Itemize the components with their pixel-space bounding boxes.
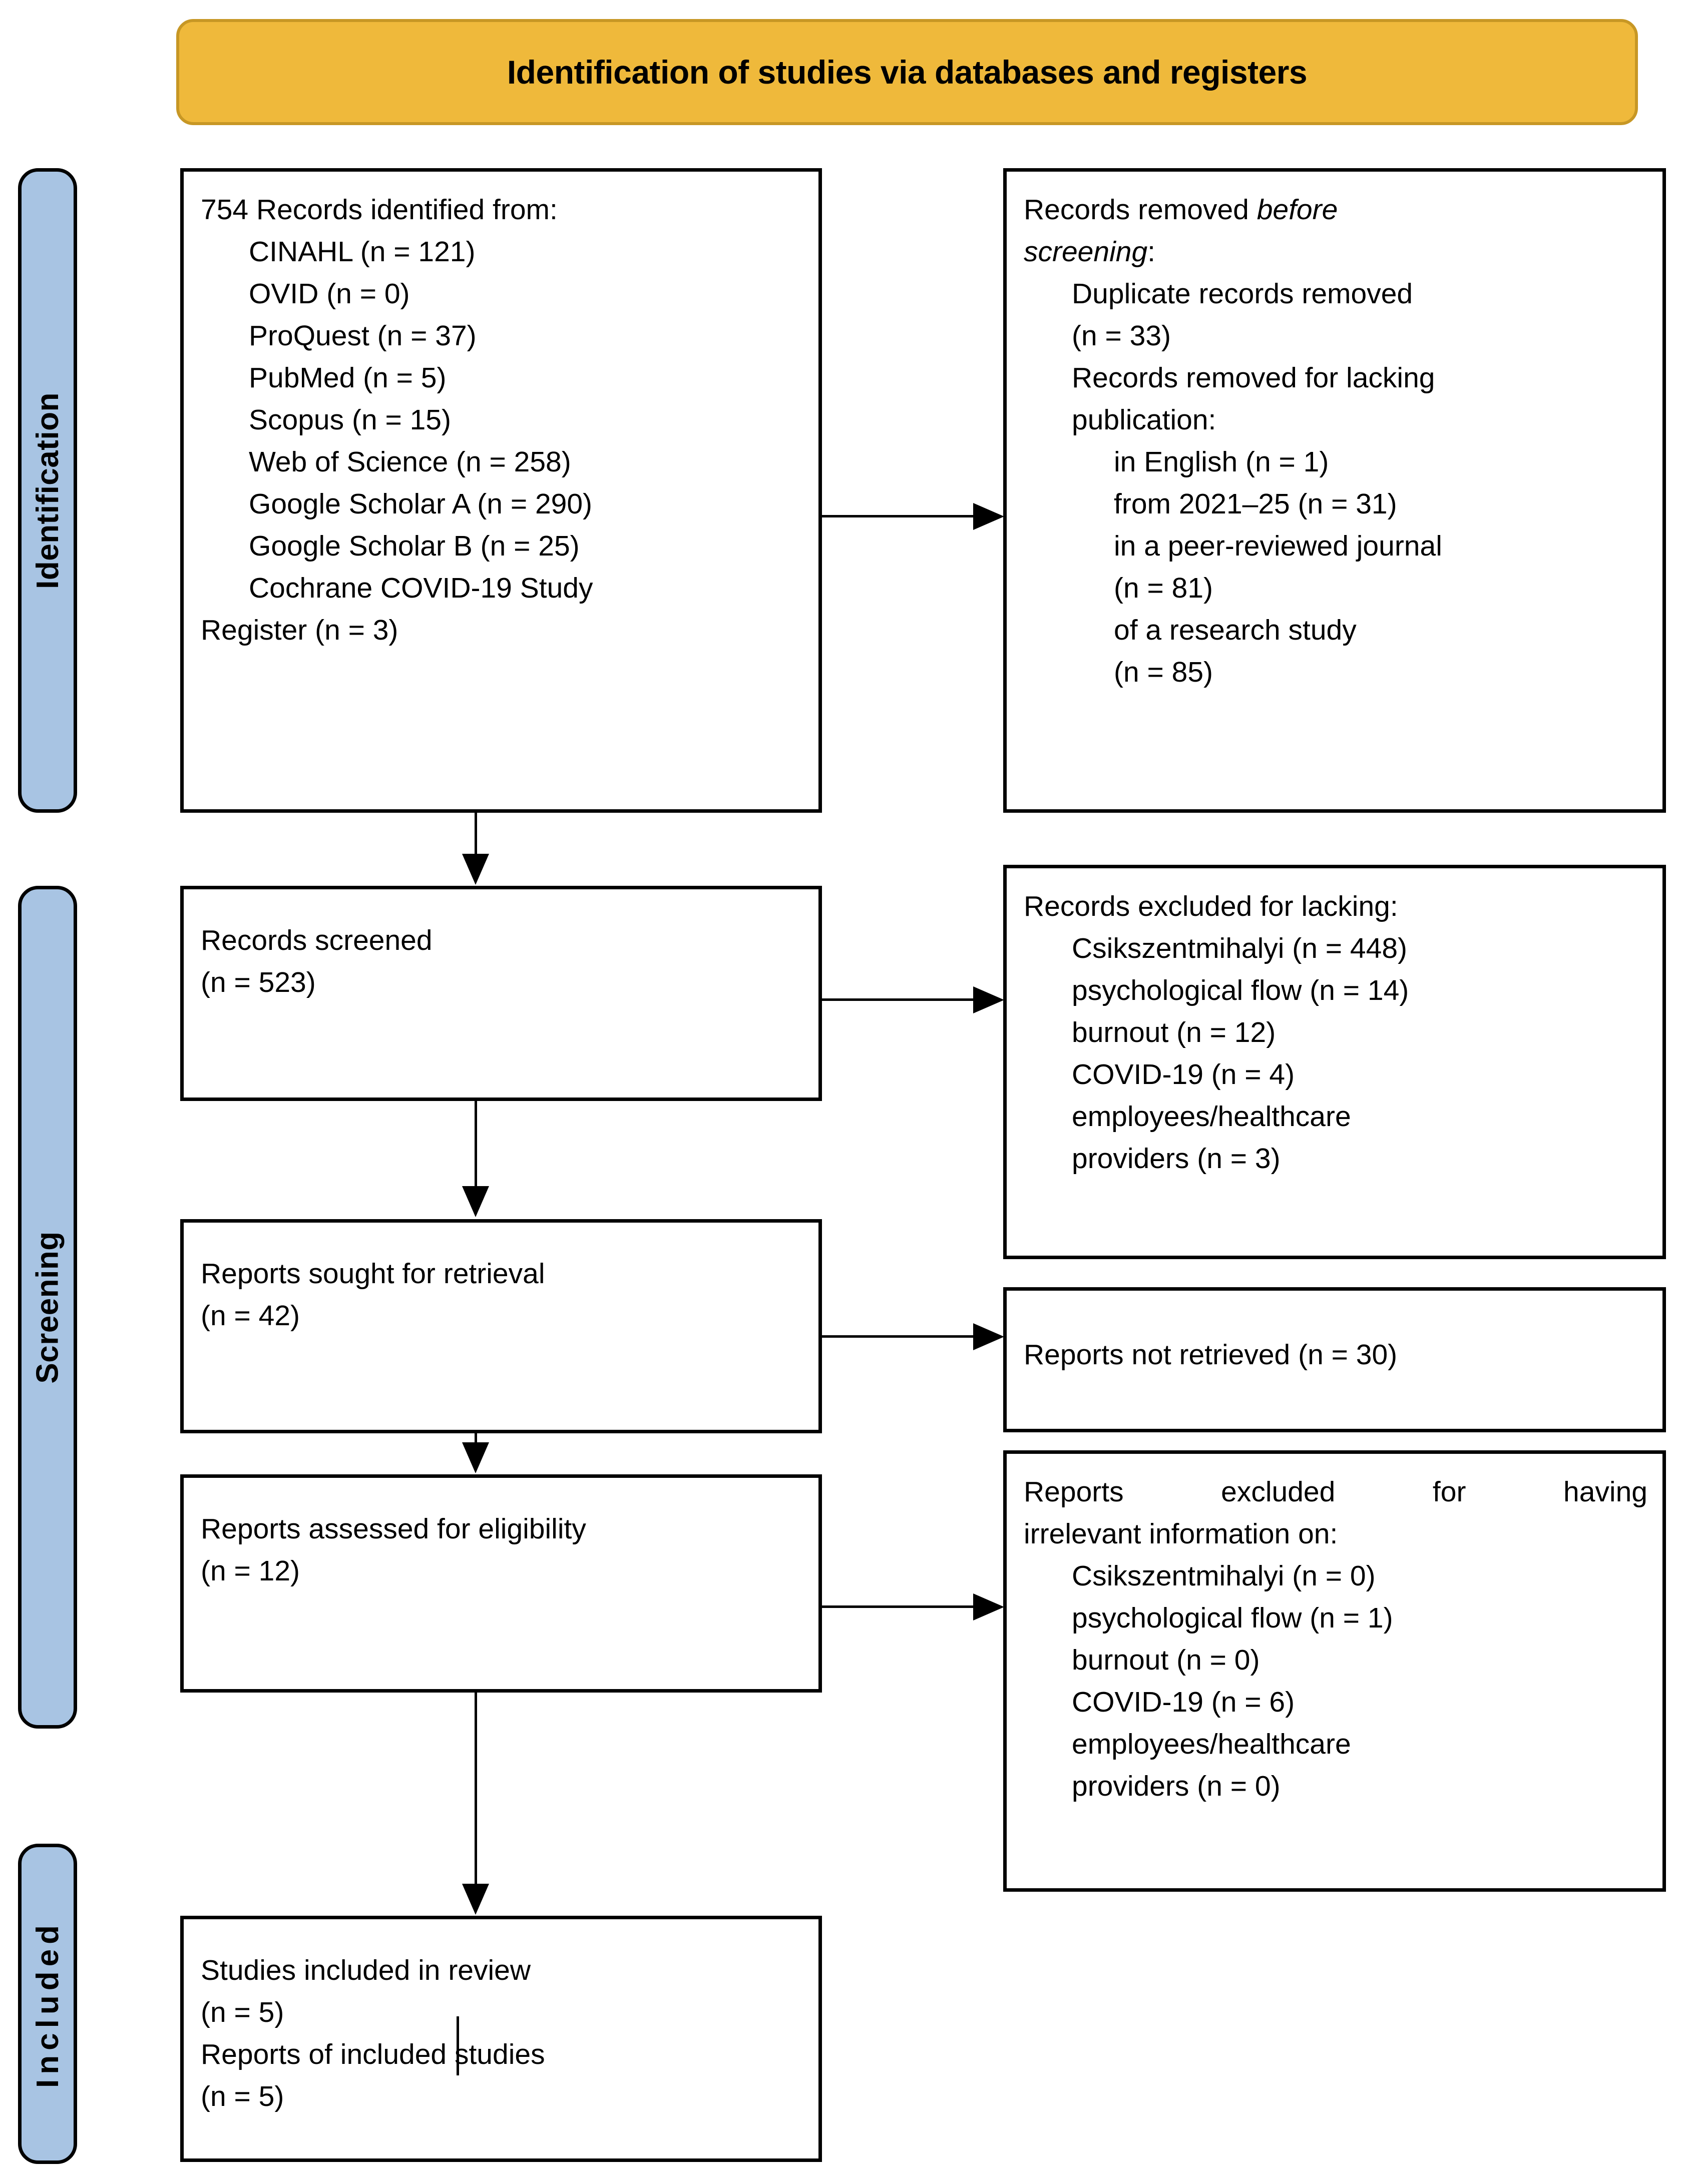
records-screened-count: (n = 523) bbox=[201, 966, 316, 998]
connector-screened-to-sought bbox=[475, 1101, 477, 1187]
records-screened-label: Records screened bbox=[201, 924, 433, 956]
reports-excluded-item: employees/healthcare bbox=[1072, 1728, 1351, 1760]
records-excluded-item: COVID-19 (n = 4) bbox=[1072, 1058, 1295, 1090]
reports-included-label: Reports of included studies bbox=[201, 2038, 545, 2070]
reports-assessed-label: Reports assessed for eligibility bbox=[201, 1513, 586, 1545]
connector-assessed-to-reports-excluded bbox=[822, 1605, 977, 1608]
source-line: Scopus (n = 15) bbox=[249, 404, 451, 436]
removed-before-subitem: in a peer-reviewed journal bbox=[1114, 530, 1442, 562]
stage-label-screening: Screening bbox=[30, 1231, 65, 1384]
reports-sought-label: Reports sought for retrieval bbox=[201, 1258, 545, 1290]
arrow-down-icon bbox=[462, 1186, 489, 1217]
source-line: Google Scholar A (n = 290) bbox=[249, 488, 593, 520]
box-studies-included-in-review: Studies included in review (n = 5) Repor… bbox=[180, 1916, 822, 2162]
removed-before-colon: : bbox=[1147, 236, 1155, 268]
box-reports-excluded: Reports excluded for having irrelevant i… bbox=[1003, 1450, 1666, 1892]
stage-label-identification: Identification bbox=[30, 392, 65, 589]
studies-included-label: Studies included in review bbox=[201, 1954, 531, 1986]
box-records-excluded: Records excluded for lacking: Csikszentm… bbox=[1003, 865, 1666, 1259]
reports-not-retrieved-label: Reports not retrieved (n = 30) bbox=[1024, 1339, 1398, 1371]
arrow-right-icon bbox=[973, 1593, 1004, 1620]
stage-label-included: Included bbox=[30, 1920, 65, 2088]
removed-before-subitem: (n = 81) bbox=[1114, 572, 1213, 604]
box-reports-sought-for-retrieval: Reports sought for retrieval (n = 42) bbox=[180, 1219, 822, 1433]
removed-before-item: (n = 33) bbox=[1072, 320, 1171, 352]
text-cursor-caret bbox=[457, 2016, 459, 2075]
studies-included-count: (n = 5) bbox=[201, 1996, 284, 2028]
identification-banner: Identification of studies via databases … bbox=[176, 19, 1638, 125]
box-reports-assessed-for-eligibility: Reports assessed for eligibility (n = 12… bbox=[180, 1474, 822, 1693]
removed-before-heading-line-1: Records removed before bbox=[1024, 189, 1647, 231]
reports-assessed-count: (n = 12) bbox=[201, 1555, 300, 1587]
removed-before-item: publication: bbox=[1072, 404, 1216, 436]
box-records-identified: 754 Records identified from: CINAHL (n =… bbox=[180, 168, 822, 813]
removed-before-subitem: (n = 85) bbox=[1114, 656, 1213, 688]
stage-tab-identification: Identification bbox=[18, 168, 77, 813]
box-reports-not-retrieved: Reports not retrieved (n = 30) bbox=[1003, 1287, 1666, 1432]
arrow-down-icon bbox=[462, 854, 489, 885]
reports-excluded-heading-line-1: Reports excluded for having bbox=[1024, 1476, 1647, 1508]
removed-before-heading-line-2: screening: bbox=[1024, 231, 1647, 273]
reports-excluded-heading-line-2: irrelevant information on: bbox=[1024, 1518, 1338, 1550]
reports-excluded-item: providers (n = 0) bbox=[1072, 1770, 1281, 1802]
stage-tab-screening: Screening bbox=[18, 886, 77, 1729]
reports-excluded-item: Csikszentmihalyi (n = 0) bbox=[1072, 1560, 1376, 1592]
removed-before-italic-before: before bbox=[1256, 194, 1338, 226]
source-line: PubMed (n = 5) bbox=[249, 362, 447, 394]
connector-sought-to-assessed bbox=[475, 1433, 477, 1443]
removed-before-plain: Records removed bbox=[1024, 194, 1257, 226]
stage-tab-included: Included bbox=[18, 1844, 77, 2164]
arrow-right-icon bbox=[973, 986, 1004, 1013]
source-line: CINAHL (n = 121) bbox=[249, 236, 476, 268]
reports-excluded-item: burnout (n = 0) bbox=[1072, 1644, 1260, 1676]
removed-before-item: Duplicate records removed bbox=[1072, 278, 1413, 310]
box-records-screened: Records screened (n = 523) bbox=[180, 886, 822, 1101]
records-excluded-heading: Records excluded for lacking: bbox=[1024, 890, 1398, 922]
records-excluded-item: psychological flow (n = 14) bbox=[1072, 974, 1409, 1006]
reports-included-count: (n = 5) bbox=[201, 2080, 284, 2112]
removed-before-italic-screening: screening bbox=[1024, 236, 1148, 268]
connector-assessed-to-included bbox=[475, 1693, 477, 1885]
source-line: Register (n = 3) bbox=[201, 614, 398, 646]
reports-excluded-item: COVID-19 (n = 6) bbox=[1072, 1686, 1295, 1718]
removed-before-subitem: from 2021–25 (n = 31) bbox=[1114, 488, 1397, 520]
source-line: ProQuest (n = 37) bbox=[249, 320, 477, 352]
source-line: Google Scholar B (n = 25) bbox=[249, 530, 580, 562]
box-records-removed-before-screening: Records removed before screening: Duplic… bbox=[1003, 168, 1666, 813]
connector-identified-to-screened bbox=[475, 813, 477, 856]
arrow-down-icon bbox=[462, 1442, 489, 1473]
source-line: OVID (n = 0) bbox=[249, 278, 410, 310]
removed-before-item: Records removed for lacking bbox=[1072, 362, 1435, 394]
records-excluded-item: burnout (n = 12) bbox=[1072, 1016, 1276, 1048]
connector-sought-to-not-retrieved bbox=[822, 1335, 977, 1338]
arrow-down-icon bbox=[462, 1884, 489, 1915]
removed-before-subitem: of a research study bbox=[1114, 614, 1357, 646]
source-line: Cochrane COVID-19 Study bbox=[249, 572, 593, 604]
records-identified-heading: 754 Records identified from: bbox=[201, 194, 558, 226]
source-line: Web of Science (n = 258) bbox=[249, 446, 571, 478]
arrow-right-icon bbox=[973, 503, 1004, 530]
reports-excluded-item: psychological flow (n = 1) bbox=[1072, 1602, 1393, 1634]
records-excluded-item: providers (n = 3) bbox=[1072, 1143, 1281, 1175]
arrow-right-icon bbox=[973, 1323, 1004, 1350]
connector-identified-to-removed bbox=[822, 515, 977, 517]
banner-title: Identification of studies via databases … bbox=[507, 54, 1308, 91]
records-excluded-item: employees/healthcare bbox=[1072, 1101, 1351, 1133]
connector-screened-to-excluded bbox=[822, 998, 977, 1001]
reports-sought-count: (n = 42) bbox=[201, 1300, 300, 1332]
records-excluded-item: Csikszentmihalyi (n = 448) bbox=[1072, 932, 1408, 964]
removed-before-subitem: in English (n = 1) bbox=[1114, 446, 1329, 478]
